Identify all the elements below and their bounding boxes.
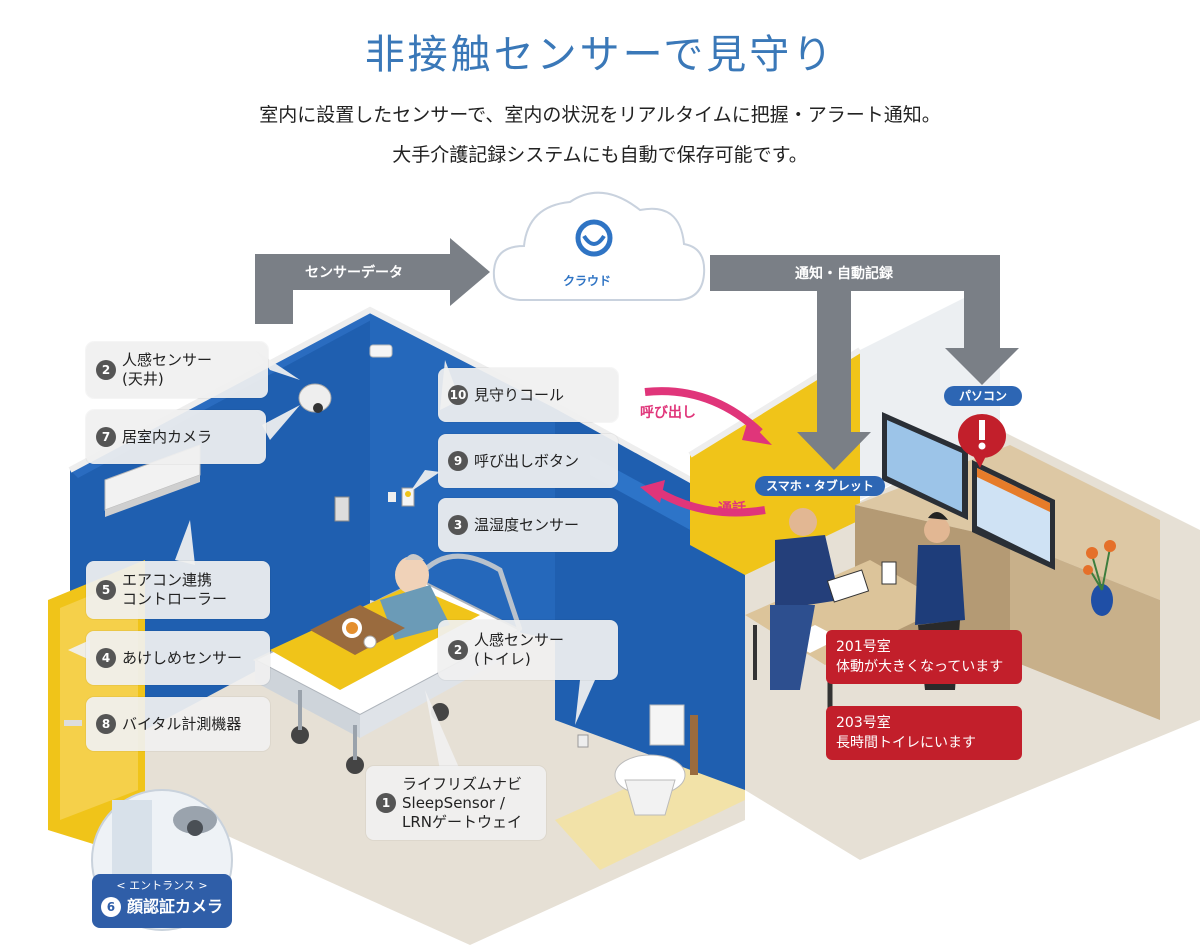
- toilet-sensor-device: [577, 734, 589, 748]
- callout-thermo-hygro-sensor: 3 温湿度センサー: [438, 498, 618, 552]
- alert-icon: [958, 414, 1006, 468]
- entrance-label: < エントランス >: [116, 879, 208, 892]
- callout-number: 4: [96, 648, 116, 668]
- callout-sublabel: SleepSensor /: [402, 793, 505, 812]
- call-label: 呼び出し: [640, 405, 696, 421]
- alert-room-203: 203号室 長時間トイレにいます: [826, 706, 1022, 760]
- toilet: [614, 704, 698, 816]
- callout-motion-sensor-toilet: 2 人感センサー(トイレ): [438, 620, 618, 680]
- alert-room-201: 201号室 体動が大きくなっています: [826, 630, 1022, 684]
- callout-number: 7: [96, 427, 116, 447]
- callout-number: 2: [96, 360, 116, 380]
- alert-room: 203号室: [836, 715, 891, 731]
- talk-label: 通話: [718, 501, 746, 517]
- callout-room-camera: 7 居室内カメラ: [86, 410, 266, 464]
- callout-label: 人感センサー: [474, 631, 565, 649]
- page-title: 非接触センサーで見守り: [364, 32, 836, 78]
- alert-message: 長時間トイレにいます: [836, 735, 976, 751]
- callout-label: 人感センサー: [122, 351, 213, 369]
- alert-message: 体動が大きくなっています: [836, 659, 1004, 675]
- smartphone-pill: スマホ・タブレット: [755, 476, 885, 496]
- callout-sublabel-2: LRNゲートウェイ: [402, 812, 523, 831]
- entrance-number: 6: [100, 897, 121, 917]
- callout-number: 8: [96, 714, 116, 734]
- smartphone-device: [881, 561, 897, 585]
- ceiling-sensor: [369, 344, 393, 358]
- callout-number: 2: [448, 640, 468, 660]
- callout-sublabel: (天井): [122, 370, 164, 388]
- callout-vital-device: 8 バイタル計測機器: [86, 697, 270, 751]
- sensor-data-label: センサーデータ: [305, 265, 403, 281]
- sensor-data-arrow: [255, 238, 490, 324]
- callout-sublabel: コントローラー: [122, 590, 228, 608]
- notify-label: 通知・自動記録: [795, 266, 893, 282]
- flower-vase: [1083, 540, 1116, 616]
- tablet-device: [826, 569, 870, 603]
- caregiver-figure: [770, 508, 840, 690]
- callout-label: あけしめセンサー: [122, 648, 243, 667]
- callout-watch-call: 10 見守りコール: [438, 368, 618, 422]
- callout-label: バイタル計測機器: [122, 714, 242, 733]
- entrance-badge: < エントランス > 6 顔認証カメラ: [92, 874, 232, 928]
- pc-monitors: [882, 412, 1055, 570]
- alert-room: 201号室: [836, 639, 891, 655]
- overbed-table: [310, 605, 405, 655]
- entrance-device-name: 顔認証カメラ: [126, 897, 223, 916]
- callout-label: 温湿度センサー: [474, 515, 580, 534]
- callout-number: 10: [448, 385, 468, 405]
- cloud-logo-icon: [575, 219, 613, 257]
- wall-panel: [334, 496, 350, 522]
- pc-pill: パソコン: [944, 386, 1022, 406]
- callout-aircon-controller: 5 エアコン連携コントローラー: [86, 561, 270, 619]
- subtitle-line-1: 室内に設置したセンサーで、室内の状況をリアルタイムに把握・アラート通知。: [259, 104, 941, 126]
- callout-door-sensor: 4 あけしめセンサー: [86, 631, 270, 685]
- room-camera-device: [298, 383, 332, 413]
- callout-label: 見守りコール: [474, 385, 565, 404]
- subtitle-line-2: 大手介護記録システムにも自動で保存可能です。: [392, 144, 808, 166]
- cloud-shape: [492, 191, 706, 301]
- callout-call-button: 9 呼び出しボタン: [438, 434, 618, 488]
- notify-arrow: [710, 255, 1019, 470]
- callout-number: 9: [448, 451, 468, 471]
- callout-number: 5: [96, 580, 116, 600]
- callout-sublabel: (トイレ): [474, 650, 531, 668]
- callout-label: 呼び出しボタン: [474, 451, 580, 470]
- callout-number: 1: [376, 793, 396, 813]
- callout-motion-sensor-ceiling: 2 人感センサー(天井): [86, 342, 268, 398]
- callout-label: 居室内カメラ: [122, 427, 213, 446]
- cloud-label: クラウド: [563, 274, 612, 288]
- callout-label: エアコン連携: [122, 571, 213, 589]
- callout-number: 3: [448, 515, 468, 535]
- callout-label: ライフリズムナビ: [402, 774, 523, 793]
- thermo-sensor-device: [388, 492, 396, 502]
- talk-arrow: [652, 486, 766, 517]
